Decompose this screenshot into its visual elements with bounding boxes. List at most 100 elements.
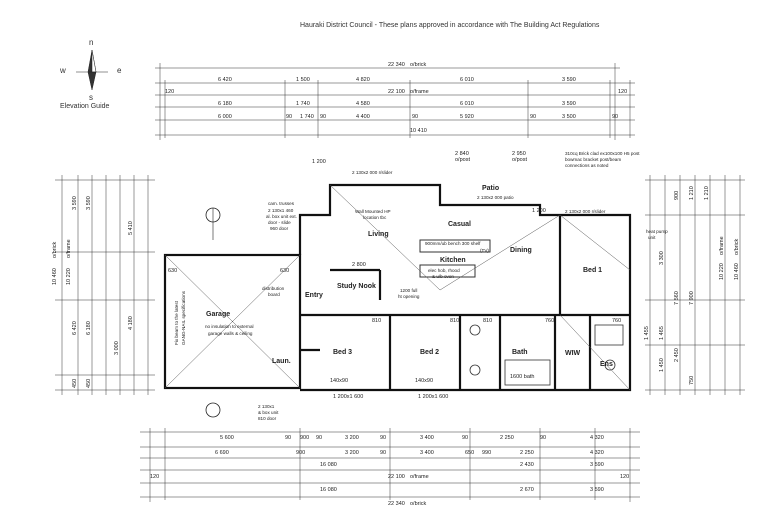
note-slider-bed1: 2 130x2 000 r/slider [565,209,606,214]
dim-bot-row1-10: 4 320 [590,435,604,441]
dim-top-row2-0: 6 180 [218,101,232,107]
dim-bot-row1-6: 3 400 [420,435,434,441]
dim-left-0: 3 590 [72,196,78,210]
dim-misc-10: 140x90 [415,378,433,384]
note-beam: Fix beam to the latest [174,300,179,345]
dim-patio-sub-1: o/post [512,157,527,163]
dim-top-row2-1: 1 740 [296,101,310,107]
dim-top-row1-4: 3 590 [562,77,576,83]
dim-misc-9: 140x90 [330,378,348,384]
dim-right-1: 1 210 [689,186,695,200]
dim-left-2: 5 410 [128,221,134,235]
dim-bot-row2-6: 990 [482,450,491,456]
dim-right-4: 7 900 [689,291,695,305]
room-garage: Garage [206,311,230,318]
room-laundry: Laun. [272,358,291,365]
dim-top-row3-9: 90 [612,114,618,120]
dim-top-row3-1: 90 [286,114,292,120]
note-tv: (TV) [480,248,489,253]
dim-misc-13: 1600 bath [510,374,534,380]
room-bed3: Bed 3 [333,349,352,356]
dim-top-row3-0: 6 000 [218,114,232,120]
dim-bot-row3-2: 3 590 [590,462,604,468]
dim-misc-4: 810 [372,318,381,324]
note-laundry-door-3: 810 door [258,416,277,421]
compass-south-label: s [89,93,93,102]
dim-right-9: 1 455 [644,326,650,340]
dim-top-row2-2: 4 580 [356,101,370,107]
bottom-dimension-lines [140,428,640,502]
dim-bot-row2-2: 3 200 [345,450,359,456]
dim-top-row1-3: 6 010 [460,77,474,83]
dim-left-lbl-0: o/brick [52,242,58,258]
top-dimension-lines [155,63,635,140]
note-distribution-board: distribution [262,286,285,291]
note-opening: 1200 full [400,288,417,293]
dim-left-9: 450 [72,379,78,388]
note-heat-pump-unit: heat pump [646,229,668,234]
note-brick-clad-3: connections as noted [565,163,609,168]
dim-top-row2-3: 6 010 [460,101,474,107]
note-laundry-door-2: & box unit [258,410,279,415]
dim-top-row3-2: 1 740 [300,114,314,120]
page-header: Hauraki District Council - These plans a… [300,22,600,29]
note-garage-door-3: door - slide [268,220,291,225]
dim-bot-row1-4: 3 200 [345,435,359,441]
dim-bot-edge-120-left: 120 [150,474,159,480]
room-ensuite: Ens [600,361,613,368]
room-wiw: WIW [565,350,581,357]
dim-bot-row1-2: 900 [300,435,309,441]
dim-left-10: 450 [86,379,92,388]
dim-bot-row4-2: 3 590 [590,487,604,493]
room-study-nook: Study Nook [337,283,376,290]
dim-right-lbl-1: o/brick [734,239,740,255]
note-garage-door: 2 130x1 460 [268,208,294,213]
room-entry: Entry [305,292,323,299]
room-living: Living [368,231,389,238]
dim-bot-row1-9: 90 [540,435,546,441]
note-brick-clad-2: bowmac bracket post/beam [565,157,621,162]
dim-bot-row1-7: 90 [462,435,468,441]
room-patio: Patio [482,185,499,192]
dim-right-6: 10 460 [734,263,740,280]
dim-top-frame: 22 100 [388,89,405,95]
dim-right-8: 1 465 [659,326,665,340]
dim-top-row3-sub: 10 410 [410,128,427,134]
dim-patio-0: 2 840 [455,151,469,157]
note-hob-2: & u/b oven [432,274,454,279]
compass-north-label: n [89,38,94,47]
dim-bot-row1-0: 5 600 [220,435,234,441]
note-patio-door: 2 130x2 000 patio [477,195,514,200]
room-bed2: Bed 2 [420,349,439,356]
dim-bot-row3-1: 2 430 [520,462,534,468]
dim-top-row1-2: 4 820 [356,77,370,83]
dim-top-row2-4: 3 590 [562,101,576,107]
dim-misc-11: 1 200x1 600 [333,394,363,400]
dim-top-row3-3: 90 [320,114,326,120]
dim-bot-row4-1: 2 670 [520,487,534,493]
note-bench: 900mm/ub bench 300 shelf [425,241,481,246]
room-kitchen: Kitchen [440,257,466,264]
dim-misc-14: 1 200 [312,159,326,165]
note-heat-pump-unit-2: unit [648,235,656,240]
dim-bot-total-label: o/brick [410,501,426,507]
dim-bot-frame: 22 100 [388,474,405,480]
dim-left-6: 6 180 [86,321,92,335]
dim-right-10: 2 450 [674,348,680,362]
dim-bot-total: 22 340 [388,501,405,507]
compass-arrow-icon [76,49,108,91]
note-garage-door-4: 960 door [270,226,289,231]
note-opening-2: ht opening [398,294,420,299]
right-dimension-lines [645,175,745,395]
note-cam-trusses: cam. trusses [268,201,295,206]
dim-bot-row3-0: 16 080 [320,462,337,468]
dim-top-total-label: o/brick [410,62,426,68]
room-bed1: Bed 1 [583,267,602,274]
note-garage-insulation: no insulation to external [205,324,254,329]
note-heat-pump-2: location tbc [363,215,387,220]
dim-top-row3-4: 4 400 [356,114,370,120]
dim-misc-5: 810 [450,318,459,324]
section-marker-a-top [205,207,221,240]
dim-top-frame-label: o/frame [410,89,429,95]
